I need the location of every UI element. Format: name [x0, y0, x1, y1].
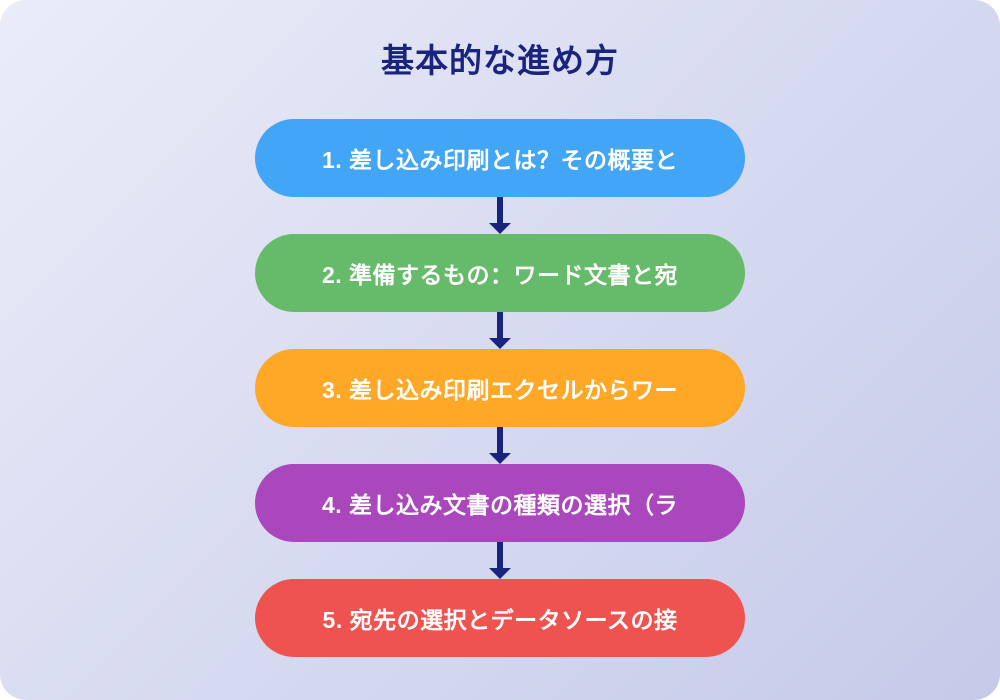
flow-step-5-label: 5. 宛先の選択とデータソースの接: [322, 607, 678, 633]
flow-step-3: 3. 差し込み印刷エクセルからワー: [255, 349, 745, 427]
flow-step-1-label: 1. 差し込み印刷とは？その概要と: [321, 147, 679, 173]
flow-step-4: 4. 差し込み文書の種類の選択（ラ: [255, 464, 745, 542]
down-arrow-icon: [487, 312, 513, 349]
down-arrow-icon: [487, 197, 513, 234]
page-title: 基本的な進め方: [381, 42, 619, 79]
flowchart: 1. 差し込み印刷とは？その概要と 2. 準備するもの：ワード文書と宛 3. 差…: [255, 119, 745, 657]
flow-step-2-label: 2. 準備するもの：ワード文書と宛: [321, 262, 679, 288]
flow-step-2: 2. 準備するもの：ワード文書と宛: [255, 234, 745, 312]
flow-step-3-label: 3. 差し込み印刷エクセルからワー: [321, 377, 679, 403]
flow-step-4-label: 4. 差し込み文書の種類の選択（ラ: [321, 492, 679, 518]
flow-step-1: 1. 差し込み印刷とは？その概要と: [255, 119, 745, 197]
flow-step-5: 5. 宛先の選択とデータソースの接: [255, 579, 745, 657]
down-arrow-icon: [487, 542, 513, 579]
down-arrow-icon: [487, 427, 513, 464]
